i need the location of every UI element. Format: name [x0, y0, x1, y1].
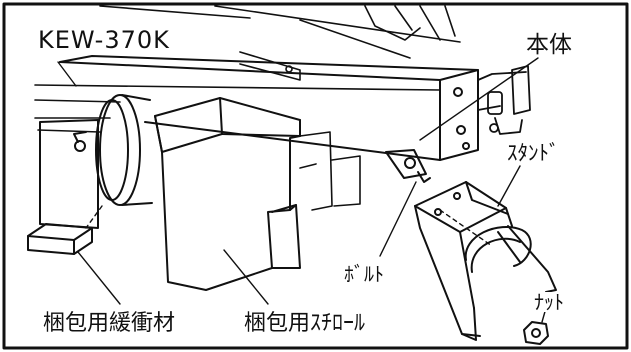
cushion [27, 223, 93, 255]
leader-cushion [77, 251, 121, 305]
leader-stand [497, 165, 521, 207]
stand [414, 181, 557, 341]
leader-bolt [379, 181, 417, 257]
leader-model [57, 61, 77, 87]
main-body-beam [59, 55, 479, 161]
bolt [385, 149, 431, 183]
foam-block [154, 97, 301, 291]
foam-label: 梱包用ｽﾁﾛｰﾙ [242, 311, 368, 336]
dash-bolt-path [439, 209, 493, 247]
cushion-label: 梱包用緩衝材 [41, 311, 178, 336]
nut-label: ﾅｯﾄ [532, 290, 566, 314]
leader-body [419, 57, 539, 141]
bolt-label: ﾎﾞﾙﾄ [342, 262, 386, 286]
rails [34, 84, 441, 133]
main-body-label: 本体 [524, 32, 574, 58]
model-label: KEW-370K [36, 26, 172, 54]
nut [523, 321, 549, 345]
wheel-assembly [39, 94, 153, 229]
dash-cushion-path [85, 205, 103, 229]
leader-lines [57, 57, 547, 323]
handle-bracket [477, 65, 531, 135]
stand-label: ｽﾀﾝﾄﾞ [505, 141, 562, 165]
leader-foam [223, 249, 269, 305]
lower-structure [299, 131, 361, 211]
